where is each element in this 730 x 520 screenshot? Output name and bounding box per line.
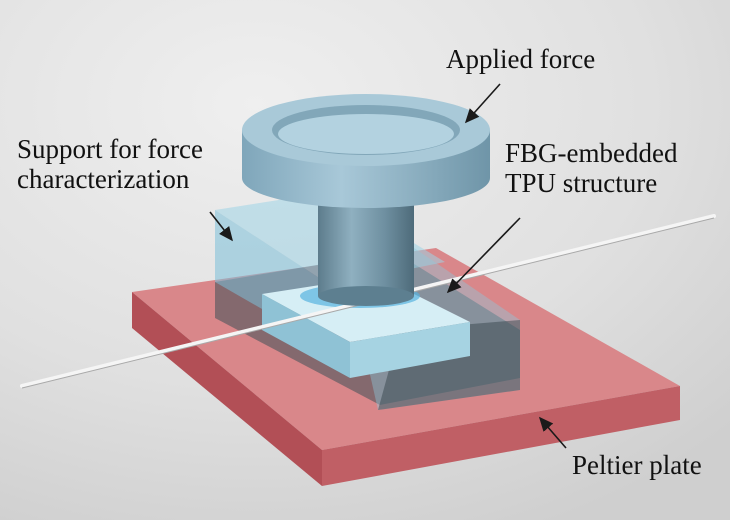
label-support-line2: characterization [17, 164, 190, 194]
label-support-line1: Support for force [17, 134, 203, 164]
tpu-front-face [350, 322, 470, 378]
arrow-fbg-tpu [446, 217, 521, 294]
piston [318, 196, 414, 306]
arrow-applied-force [464, 83, 501, 124]
arrow-peltier [538, 416, 567, 449]
label-support: Support for force characterization [17, 134, 203, 194]
label-applied-force: Applied force [446, 44, 596, 74]
label-peltier-plate: Peltier plate [572, 450, 702, 480]
label-fbg-line1: FBG-embedded [505, 138, 678, 168]
piston-shaft-bottom [318, 286, 414, 306]
arrow-support [209, 211, 233, 242]
label-fbg-line2: TPU structure [505, 168, 658, 198]
platen-inner-floor [278, 114, 454, 154]
force-platen [242, 94, 490, 208]
peltier-front-face [322, 386, 680, 486]
peltier-left-face [132, 292, 322, 486]
label-fbg-tpu: FBG-embedded TPU structure [505, 138, 677, 198]
tpu-left-face [262, 294, 350, 378]
piston-shaft [318, 196, 414, 296]
